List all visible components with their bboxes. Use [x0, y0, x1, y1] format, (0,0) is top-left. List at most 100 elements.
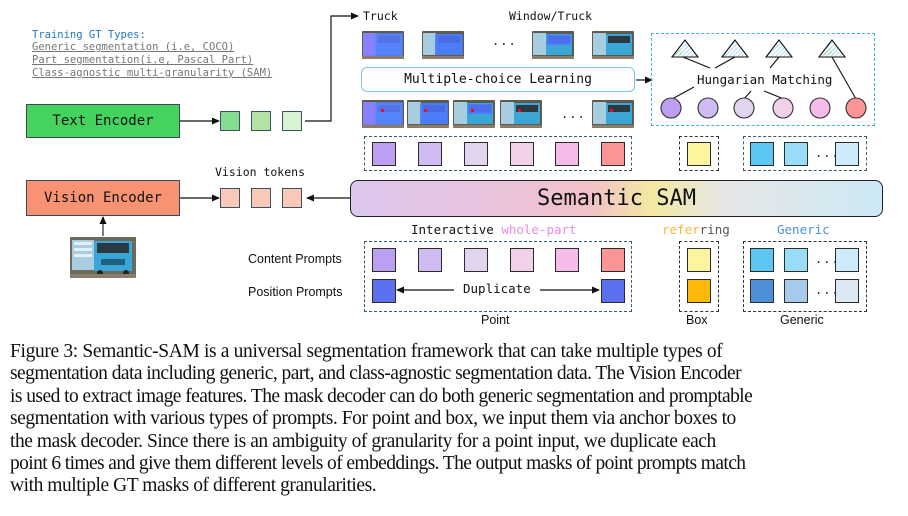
vision-token-1 [220, 188, 240, 208]
prediction-circle-2 [697, 97, 719, 119]
training-gt-title: Training GT Types: [32, 29, 146, 41]
figure-caption: Figure 3: Semantic-SAM is a universal se… [10, 341, 900, 498]
point-prompts-box [364, 241, 632, 312]
prediction-circle-1 [660, 97, 682, 119]
generic-query-2 [784, 142, 808, 166]
generic-prompts-box [743, 241, 867, 312]
ellipsis-generic-bottom: ... [815, 283, 840, 297]
generic-prompt-bottom-3 [835, 279, 859, 303]
vision-token-2 [251, 188, 271, 208]
generic-prompt-top-3 [835, 248, 859, 272]
ellipsis-bottom: ... [561, 107, 586, 121]
mask-thumb-top-1 [362, 31, 404, 59]
truck-mask-icon [407, 100, 449, 128]
mask-thumb-bottom-5 [592, 100, 634, 128]
ellipsis-generic-top: ... [815, 252, 840, 266]
text-encoder-box: Text Encoder [26, 104, 180, 138]
content-prompt-2 [418, 248, 442, 272]
gt-triangle-3 [764, 39, 794, 58]
hungarian-matching-label: Hungarian Matching [697, 72, 833, 87]
vision-tokens-label: Vision tokens [215, 165, 306, 179]
truck-mask-icon [422, 31, 464, 59]
gt-type-generic: Generic segmentation (i.e, COCO) [32, 41, 235, 53]
interactive-query-1 [372, 142, 396, 166]
position-prompt-right [601, 279, 625, 303]
gt-triangle-4 [817, 39, 847, 58]
referring-query [687, 142, 711, 166]
ellipsis-top: ... [492, 34, 517, 48]
semantic-sam-decoder: Semantic SAM [350, 180, 883, 217]
generic-query-1 [750, 142, 774, 166]
task-label-interactive: Interactive whole-part [411, 222, 577, 237]
gt-type-part: Part segmentation(i.e, Pascal Part) [32, 54, 254, 66]
text-token-3 [282, 111, 302, 131]
truck-mask-icon [453, 100, 495, 128]
truck-mask-icon [592, 100, 634, 128]
whole-part-text: whole-part [501, 222, 577, 237]
box-label: Box [686, 313, 708, 327]
truck-mask-icon [362, 100, 404, 128]
duplicate-label: Duplicate [463, 281, 531, 296]
interactive-query-6 [601, 142, 625, 166]
training-gt-legend: Training GT Types: Generic segmentation … [32, 29, 272, 80]
caption-line-1: Figure 3: Semantic-SAM is a universal se… [10, 341, 723, 362]
mask-thumb-top-4 [592, 31, 634, 59]
gt-type-sam: Class-agnostic multi-granularity (SAM) [32, 67, 273, 79]
ring-text: ring [699, 222, 730, 237]
content-prompt-6 [601, 248, 625, 272]
vision-encoder-box: Vision Encoder [26, 180, 180, 216]
truck-mask-icon [592, 31, 634, 59]
generic-prompt-bottom-2 [784, 279, 808, 303]
generic-queries-box [743, 136, 867, 171]
prediction-circle-4 [772, 97, 794, 119]
caption-line-2: segmentation data including generic, par… [10, 363, 742, 385]
prediction-circle-5 [809, 97, 831, 119]
caption-line-7: with multiple GT masks of different gran… [10, 475, 377, 497]
point-label: Point [481, 313, 510, 327]
content-prompt-3 [464, 248, 488, 272]
box-prompts-box [679, 241, 719, 312]
interactive-queries-box [364, 136, 632, 171]
content-prompt-1 [372, 248, 396, 272]
prediction-circle-3 [733, 97, 755, 119]
mask-thumb-bottom-3 [453, 100, 495, 128]
interactive-query-2 [418, 142, 442, 166]
content-prompt-5 [555, 248, 579, 272]
mask-thumb-bottom-2 [407, 100, 449, 128]
refer-text: refer [662, 222, 700, 237]
truck-image-icon [70, 237, 136, 278]
mask-thumb-bottom-4 [500, 100, 542, 128]
multiple-choice-learning-box: Multiple-choice Learning [361, 67, 635, 92]
interactive-query-5 [555, 142, 579, 166]
task-label-generic: Generic [777, 222, 830, 237]
caption-line-4: segmentation with various types of promp… [10, 408, 736, 430]
mask-thumb-top-3 [532, 31, 574, 59]
hungarian-matching-box [651, 33, 875, 126]
ellipsis-generic-queries: ... [815, 146, 840, 160]
generic-prompt-bottom-1 [750, 279, 774, 303]
vision-token-3 [282, 188, 302, 208]
gt-triangle-1 [670, 39, 700, 58]
interactive-query-4 [510, 142, 534, 166]
interactive-text: Interactive [411, 222, 494, 237]
truck-mask-icon [362, 31, 404, 59]
referring-query-box [679, 136, 719, 171]
truck-mask-icon [532, 31, 574, 59]
mask-thumb-bottom-1 [362, 100, 404, 128]
task-label-referring: referring [662, 222, 730, 237]
generic-label: Generic [780, 313, 824, 327]
mask-thumb-top-2 [422, 31, 464, 59]
position-prompts-label: Position Prompts [248, 285, 343, 299]
text-token-1 [220, 111, 240, 131]
input-truck-image [70, 237, 136, 278]
text-token-2 [251, 111, 271, 131]
caption-line-5: the mask decoder. Since there is an ambi… [10, 430, 716, 452]
content-prompt-4 [510, 248, 534, 272]
content-prompts-label: Content Prompts [248, 252, 342, 266]
caption-line-3: is used to extract image features. The m… [10, 385, 753, 407]
label-truck: Truck [363, 9, 398, 23]
generic-prompt-top-1 [750, 248, 774, 272]
caption-line-6: point 6 times and give them different le… [10, 453, 746, 475]
gt-triangle-2 [720, 39, 750, 58]
